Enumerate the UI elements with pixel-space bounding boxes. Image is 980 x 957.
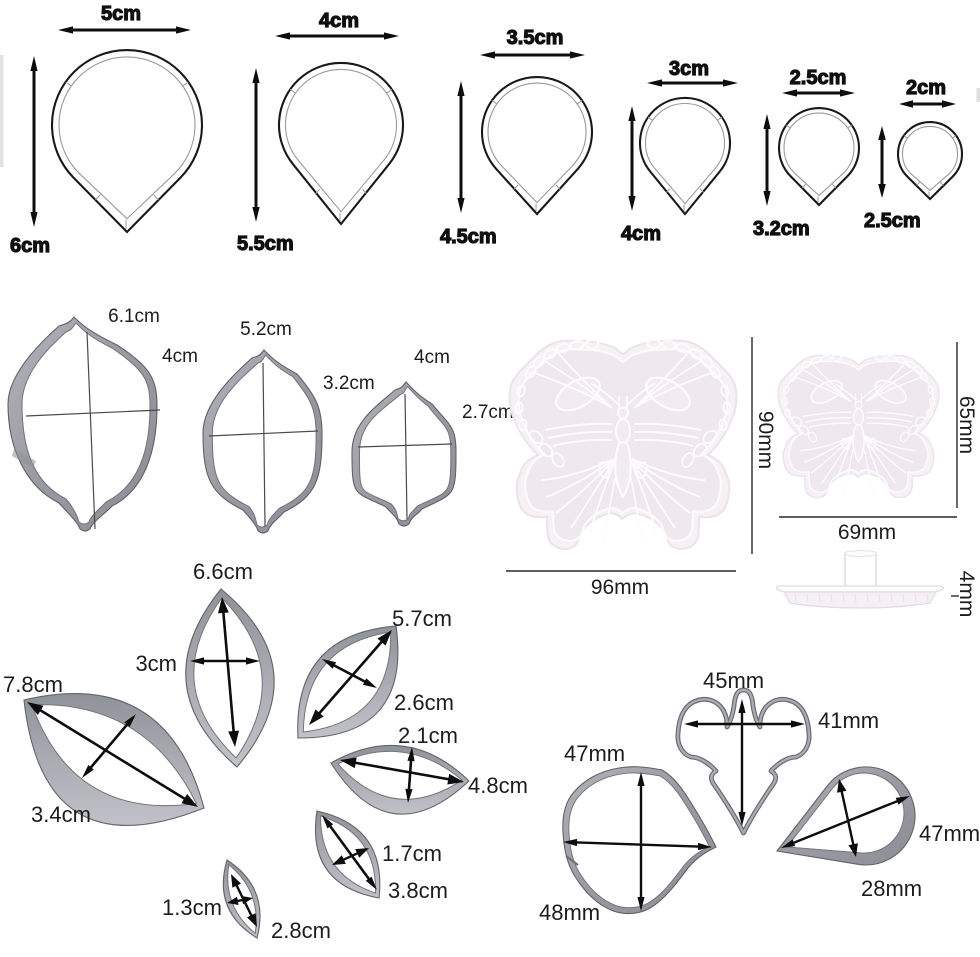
svg-text:3.2cm: 3.2cm [323, 373, 375, 394]
svg-text:2.5cm: 2.5cm [864, 210, 921, 232]
svg-text:28mm: 28mm [861, 876, 922, 901]
svg-text:47mm: 47mm [919, 821, 980, 846]
svg-text:4cm: 4cm [414, 347, 450, 368]
svg-text:5.7cm: 5.7cm [392, 606, 452, 631]
svg-text:48mm: 48mm [539, 900, 600, 925]
svg-text:4cm: 4cm [162, 346, 198, 367]
svg-text:65mm: 65mm [955, 396, 978, 454]
svg-text:4mm: 4mm [955, 571, 978, 618]
svg-text:96mm: 96mm [591, 576, 649, 599]
svg-text:4.8cm: 4.8cm [468, 773, 528, 798]
svg-text:45mm: 45mm [703, 668, 764, 693]
svg-text:3.8cm: 3.8cm [388, 878, 448, 903]
svg-text:90mm: 90mm [754, 411, 777, 469]
svg-text:4.5cm: 4.5cm [440, 226, 497, 248]
svg-text:6.1cm: 6.1cm [108, 306, 160, 327]
svg-text:6.6cm: 6.6cm [193, 559, 253, 584]
svg-text:3.5cm: 3.5cm [507, 27, 564, 49]
svg-text:41mm: 41mm [818, 708, 879, 733]
svg-text:4cm: 4cm [319, 10, 359, 32]
svg-text:47mm: 47mm [564, 741, 625, 766]
svg-text:1.7cm: 1.7cm [382, 841, 442, 866]
svg-text:2.1cm: 2.1cm [398, 723, 458, 748]
svg-text:2.5cm: 2.5cm [790, 67, 847, 89]
svg-text:5cm: 5cm [101, 3, 141, 25]
svg-text:3cm: 3cm [669, 58, 709, 80]
svg-text:6cm: 6cm [10, 235, 50, 257]
svg-text:7.8cm: 7.8cm [3, 672, 63, 697]
svg-text:2cm: 2cm [906, 77, 946, 99]
svg-text:3.2cm: 3.2cm [753, 218, 810, 240]
svg-text:2.6cm: 2.6cm [394, 690, 454, 715]
svg-text:4cm: 4cm [621, 223, 661, 245]
svg-text:1.3cm: 1.3cm [162, 895, 222, 920]
svg-text:2.8cm: 2.8cm [271, 918, 331, 943]
svg-text:5.5cm: 5.5cm [237, 233, 294, 255]
svg-text:3.4cm: 3.4cm [31, 802, 91, 827]
svg-text:69mm: 69mm [838, 521, 896, 544]
svg-text:2.7cm: 2.7cm [462, 402, 514, 423]
svg-text:3cm: 3cm [135, 651, 177, 676]
svg-text:5.2cm: 5.2cm [240, 319, 292, 340]
